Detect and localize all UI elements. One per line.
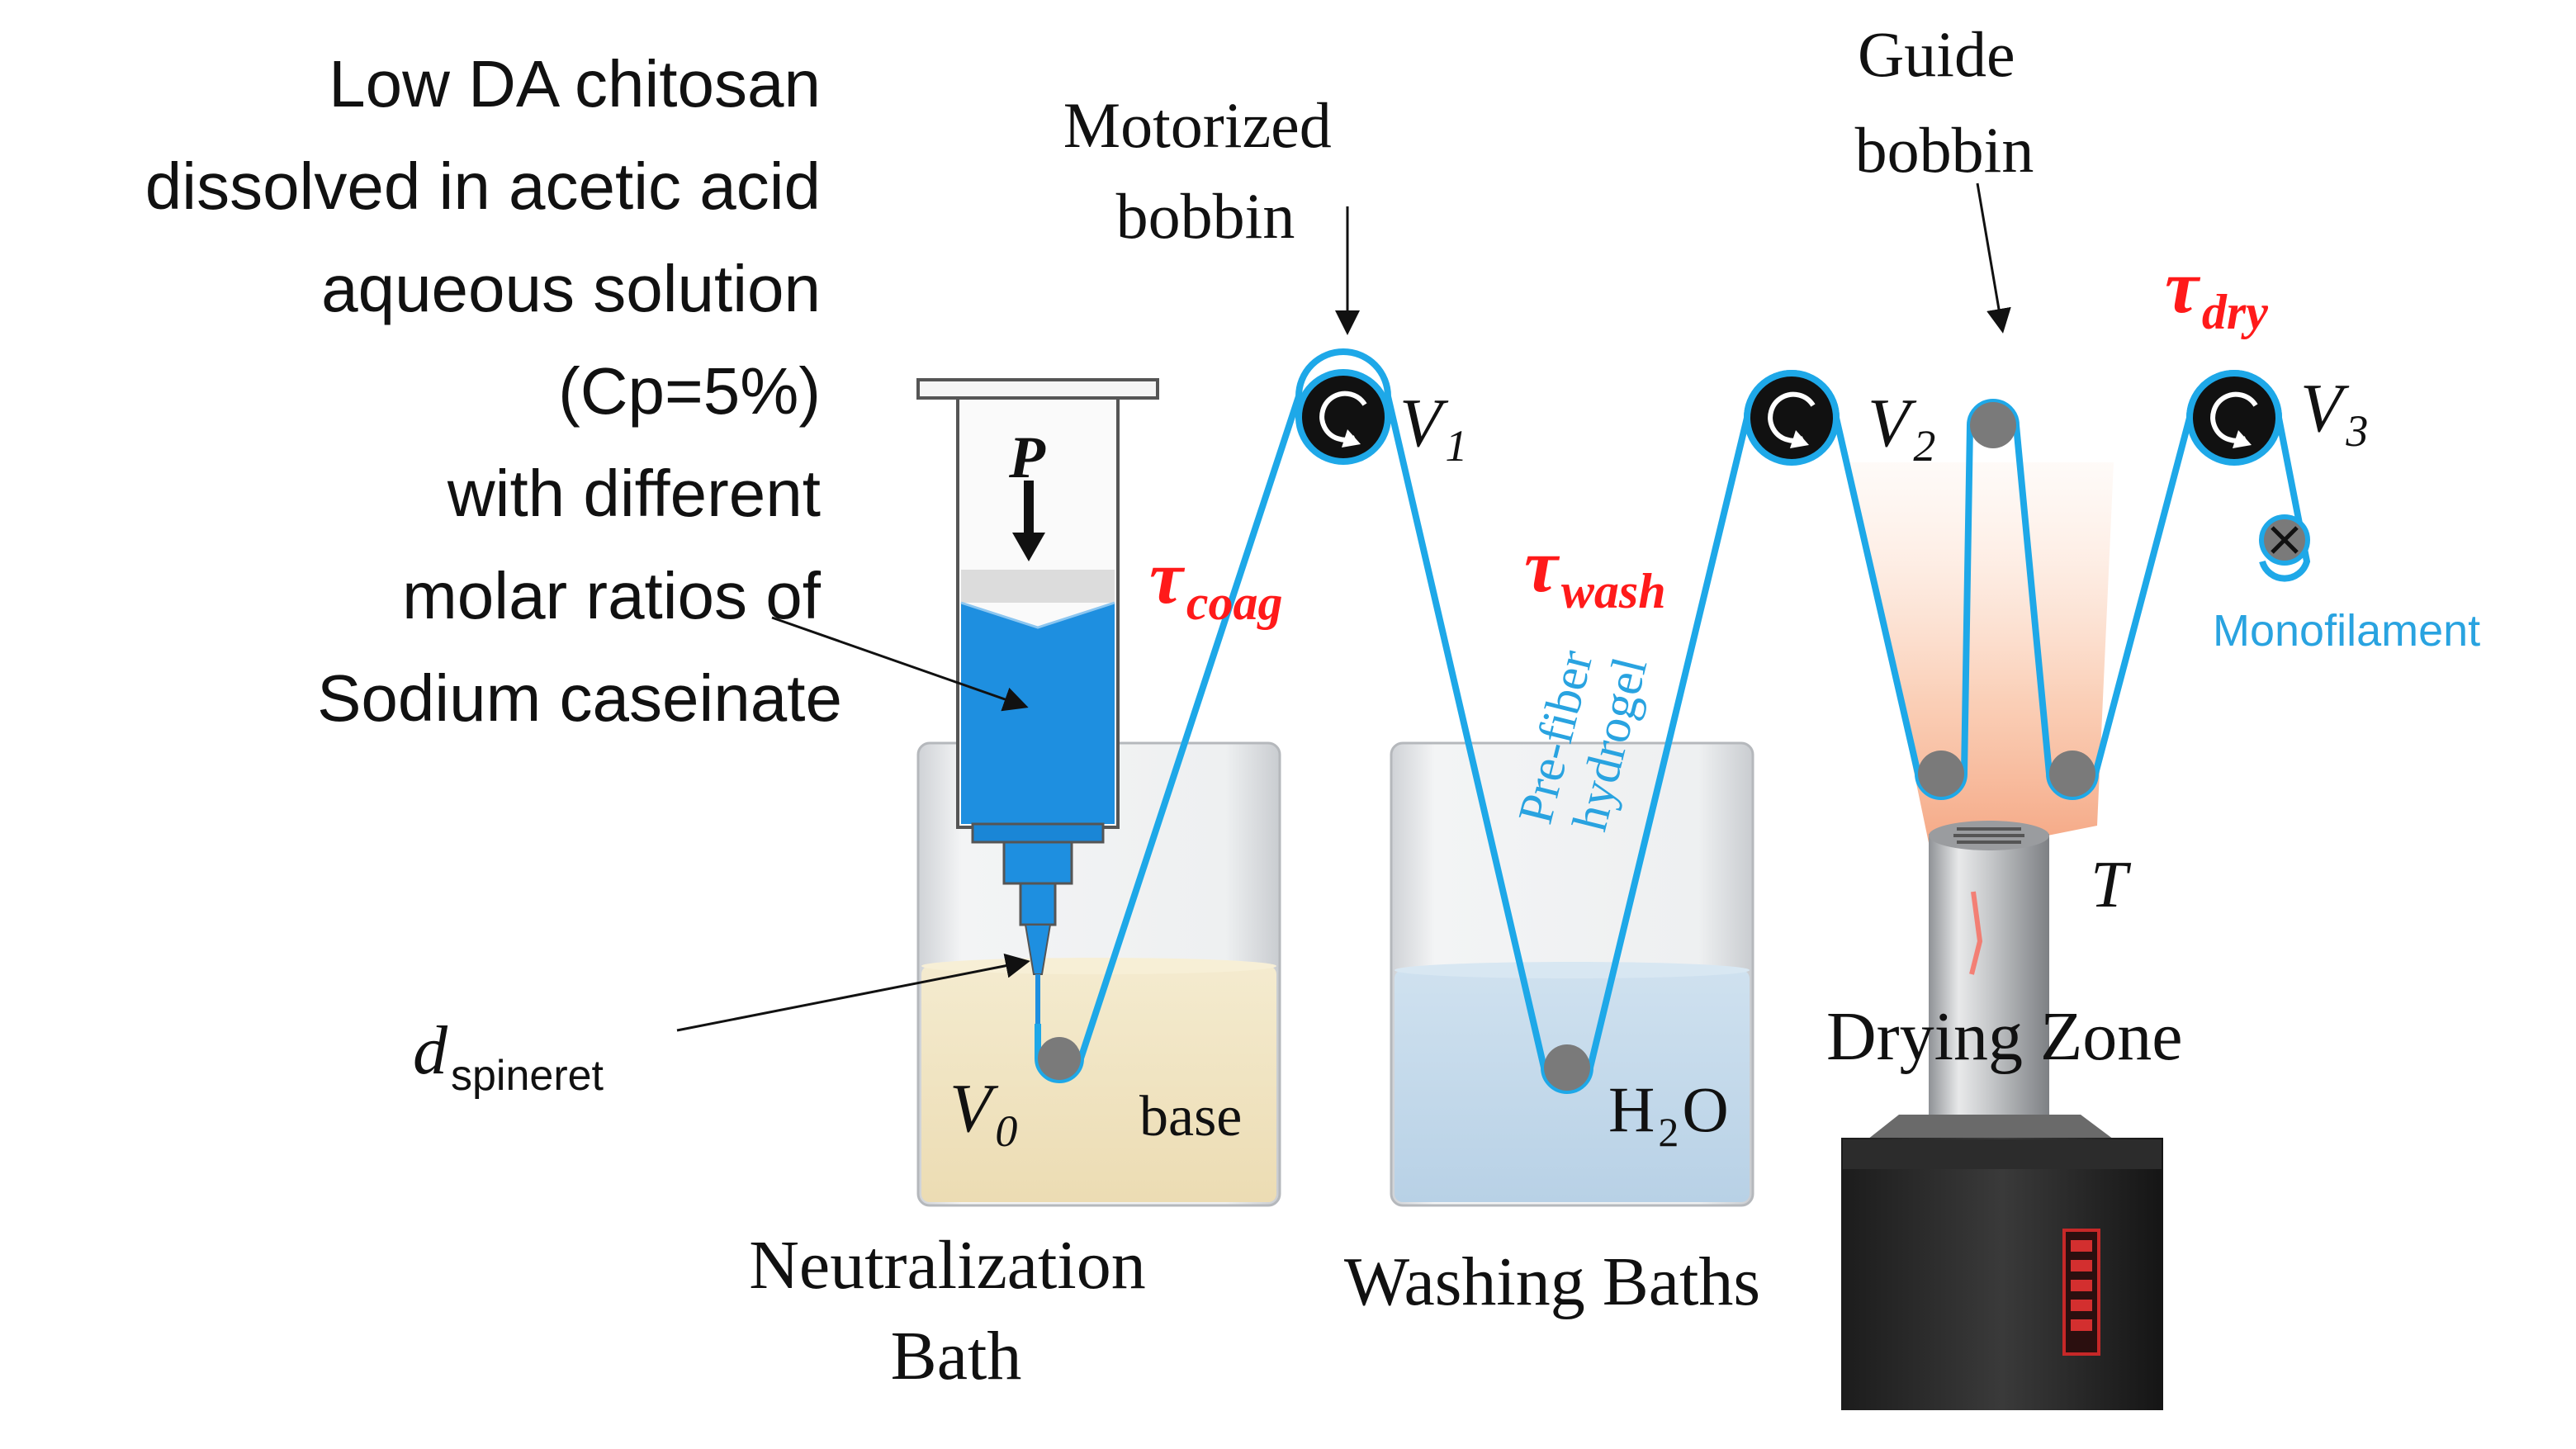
tau-dry-label: τ dry xyxy=(2165,244,2268,339)
syringe xyxy=(916,378,1159,1024)
rotation-arrow-icon xyxy=(1319,391,1367,443)
heat-gun xyxy=(1841,821,2163,1410)
spinneret-needle xyxy=(1024,924,1052,975)
roller-washing xyxy=(1544,1044,1590,1091)
pressure-label: P xyxy=(1008,424,1046,490)
description-line: (Cp=5%) xyxy=(558,354,821,428)
guide-bobbin-arrow xyxy=(1976,182,2011,334)
v1-label: V 1 xyxy=(1399,385,1467,471)
base-label: base xyxy=(1139,1085,1242,1148)
tau-wash-label: τ wash xyxy=(1524,523,1666,618)
syringe-plunger-head xyxy=(961,570,1115,603)
drying-zone-label: Drying Zone xyxy=(1826,998,2183,1075)
pressure-arrow-icon xyxy=(1012,533,1045,561)
bobbin-v3 xyxy=(2186,370,2282,466)
description-line: aqueous solution xyxy=(321,252,821,325)
base-liquid xyxy=(921,966,1276,1202)
spinneret-arrow xyxy=(676,953,1030,1032)
solution-description: Low DA chitosan dissolved in acetic acid… xyxy=(144,33,842,750)
motorized-bobbin-label: Motorized bobbin xyxy=(1063,89,1347,252)
roller-dry-low-2 xyxy=(2049,751,2095,797)
bobbin-v1 xyxy=(1295,369,1391,465)
rotation-arrow-icon xyxy=(1768,391,1816,443)
solution-arrow xyxy=(771,616,1029,712)
syringe-plunger-cap xyxy=(916,378,1159,400)
description-line: molar ratios of xyxy=(402,559,821,632)
heat-gun-display xyxy=(2062,1229,2100,1356)
description-line: dissolved in acetic acid xyxy=(144,149,821,223)
d-sub: spineret xyxy=(451,1052,604,1100)
tau-coag-label: τ coag xyxy=(1149,535,1282,630)
washing-baths-label: Washing Baths xyxy=(1344,1243,1760,1320)
v2-label: V 2 xyxy=(1868,385,1935,471)
guide-bobbin-label: Guide bobbin xyxy=(1855,18,2034,186)
spinneret-diameter-label: d spineret xyxy=(413,1012,604,1100)
bobbin-v2 xyxy=(1744,370,1840,466)
syringe-fluid xyxy=(961,603,1115,824)
v0-label: V 0 xyxy=(949,1070,1017,1156)
neutralization-bath-label: Neutralization Bath xyxy=(749,1227,1163,1395)
heat-gun-grill xyxy=(1953,827,2024,844)
rotation-arrow-icon xyxy=(2210,391,2258,443)
monofilament-spool-icon xyxy=(2259,514,2310,566)
v3-label: V 3 xyxy=(2300,370,2368,456)
d-main: d xyxy=(413,1012,448,1089)
monofilament-label: Monofilament xyxy=(2213,606,2480,656)
roller-v0 xyxy=(1038,1037,1081,1080)
roller-dry-low-1 xyxy=(1918,751,1964,797)
description-line: Low DA chitosan xyxy=(329,47,821,121)
temperature-label: T xyxy=(2091,849,2132,921)
description-line: with different xyxy=(447,457,821,530)
h2o-label: H 2 O xyxy=(1608,1073,1729,1155)
roller-guide-top xyxy=(1970,402,2016,448)
description-line: Sodium caseinate xyxy=(317,661,842,735)
